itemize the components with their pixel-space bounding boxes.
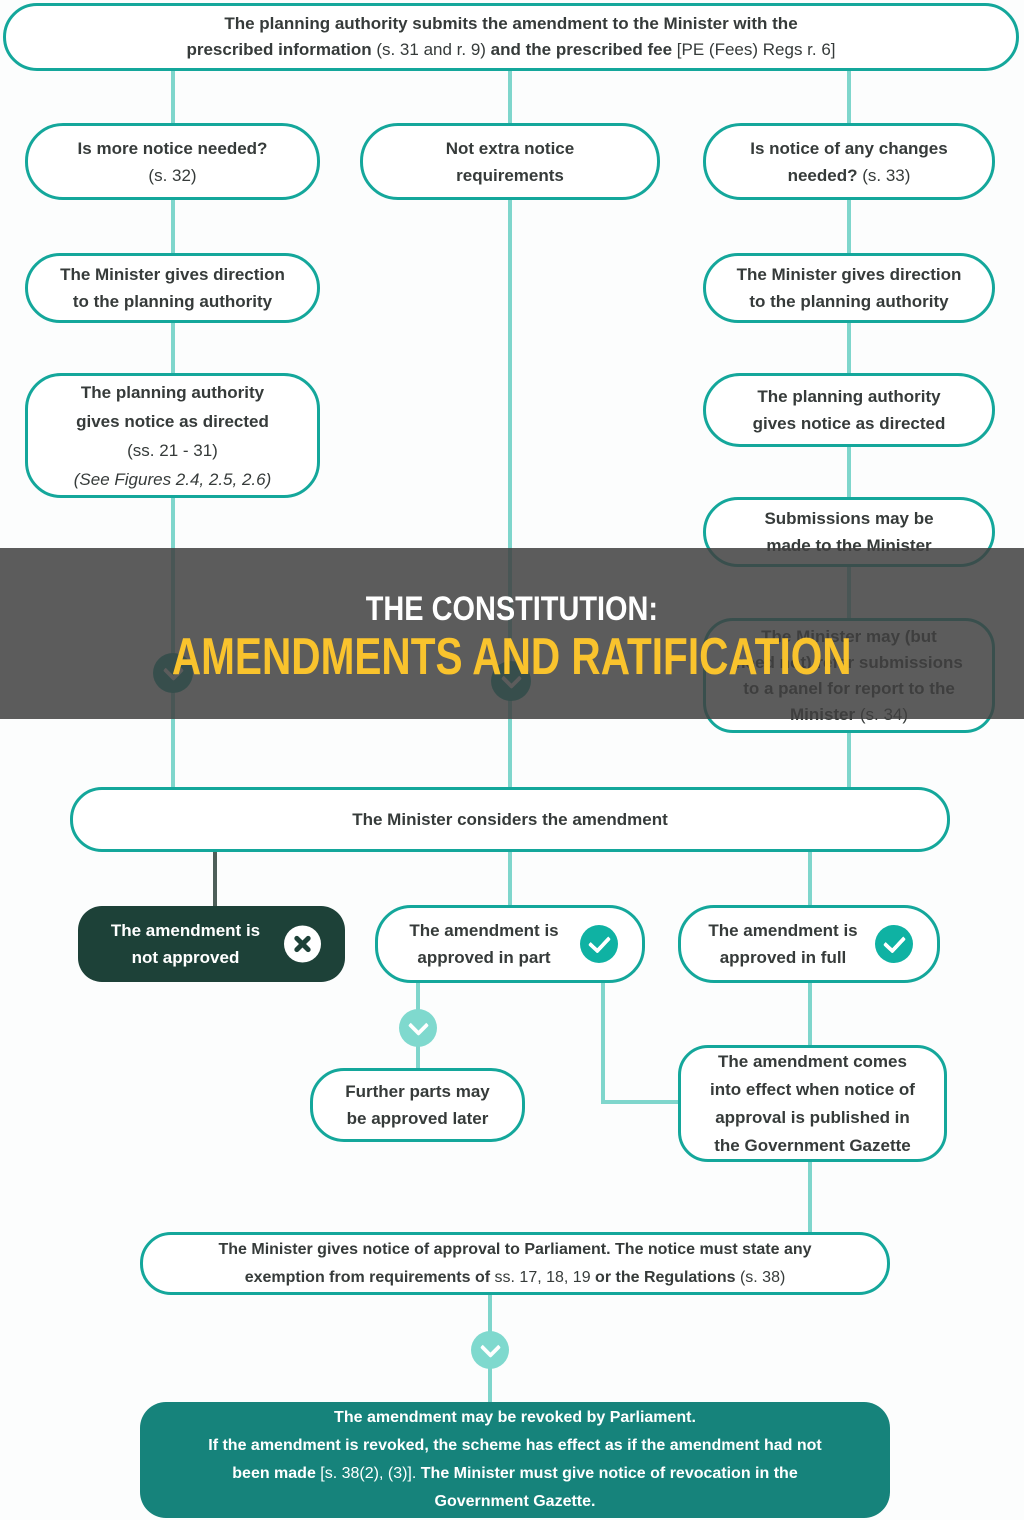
connector-line [601, 983, 605, 1104]
node-no-extra-requirements: Not extra notice requirements [360, 123, 660, 200]
node-comes-into-effect: The amendment comes into effect when not… [678, 1045, 947, 1162]
chevron-down-icon [471, 1331, 509, 1369]
connector-line [171, 200, 175, 253]
node-notice-to-parliament: The Minister gives notice of approval to… [140, 1232, 890, 1295]
node-changes-notice-question: Is notice of any changes needed? (s. 33) [703, 123, 995, 200]
node-not-approved: The amendment is not approved [78, 906, 345, 982]
connector-line [808, 852, 812, 905]
node-text: The planning authority submits the amend… [224, 14, 798, 33]
connector-line [847, 200, 851, 253]
node-submit-amendment: The planning authority submits the amend… [3, 3, 1019, 71]
node-minister-direction-left: The Minister gives direction to the plan… [25, 253, 320, 323]
chevron-down-icon [399, 1009, 437, 1047]
connector-line-dark [213, 852, 217, 906]
x-icon [284, 925, 321, 963]
connector-line [847, 71, 851, 123]
connector-line [808, 1162, 812, 1232]
connector-line [508, 852, 512, 905]
node-more-notice-question: Is more notice needed? (s. 32) [25, 123, 320, 200]
page-title-line1: THE CONSTITUTION: [365, 590, 659, 628]
node-notice-as-directed-left: The planning authority gives notice as d… [25, 373, 320, 498]
check-icon [875, 925, 913, 963]
connector-line [171, 71, 175, 123]
node-further-parts: Further parts may be approved later [310, 1068, 525, 1142]
check-icon [580, 925, 618, 963]
node-approved-in-full: The amendment is approved in full [678, 905, 940, 983]
node-minister-considers: The Minister considers the amendment [70, 787, 950, 852]
connector-line [847, 733, 851, 787]
node-approved-in-part: The amendment is approved in part [375, 905, 645, 983]
connector-line [808, 983, 812, 1045]
connector-line [508, 71, 512, 123]
node-notice-as-directed-right: The planning authority gives notice as d… [703, 373, 995, 447]
connector-line [847, 323, 851, 373]
node-revocation: The amendment may be revoked by Parliame… [140, 1402, 890, 1518]
connector-line [847, 447, 851, 497]
connector-line [171, 323, 175, 373]
connector-line [601, 1100, 681, 1104]
page-title-line2: AMENDMENTS AND RATIFICATION [172, 628, 852, 686]
title-overlay-backdrop [0, 548, 1024, 719]
connector-line [508, 200, 512, 787]
node-minister-direction-right: The Minister gives direction to the plan… [703, 253, 995, 323]
